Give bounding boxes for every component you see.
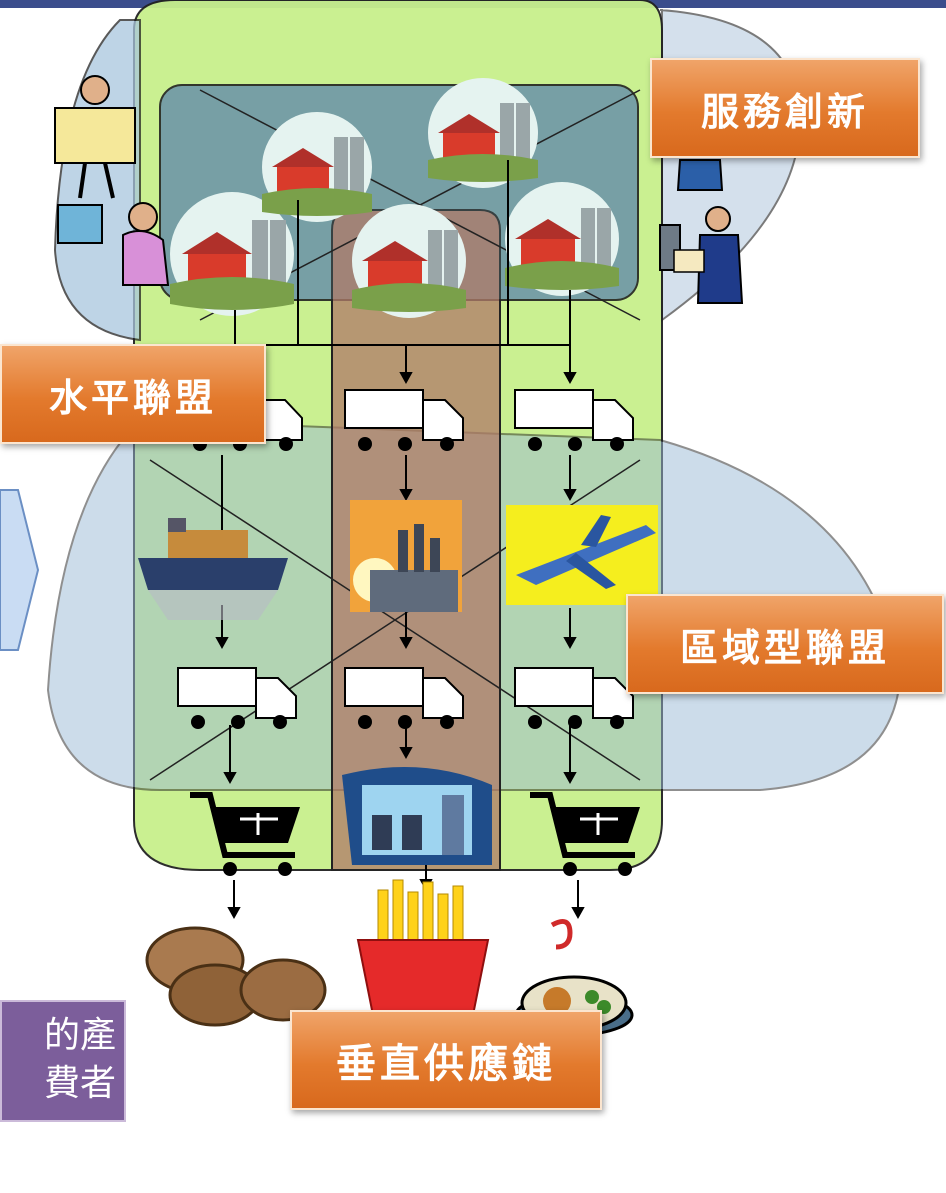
truck-icon	[514, 667, 634, 729]
microscope-scientist-icon	[659, 206, 744, 304]
left-petal-region	[53, 19, 141, 342]
truck-icon	[177, 667, 297, 729]
regional-alliance-label: 區域型聯盟	[626, 594, 944, 694]
barn-silo-icon	[428, 78, 538, 188]
barn-silo-icon	[352, 204, 466, 318]
shopping-cart-icon	[190, 792, 300, 876]
french-fries-icon	[356, 879, 490, 1031]
barn-silo-icon	[505, 182, 619, 296]
partial-callout-box: 的產 費者	[0, 1000, 126, 1122]
callout-line-2: 費者	[43, 1063, 116, 1104]
vertical-supply-chain-label: 垂直供應鏈	[290, 1010, 602, 1110]
potatoes-icon	[145, 926, 327, 1027]
cargo-ship-icon	[138, 518, 288, 620]
horizontal-alliance-label: 水平聯盟	[0, 344, 266, 444]
factory-icon	[350, 500, 462, 612]
computer-user-icon	[57, 202, 170, 286]
airplane-icon	[506, 505, 658, 605]
truck-icon	[514, 389, 634, 451]
barn-silo-icon	[262, 112, 372, 222]
left-chevron-shape	[0, 489, 40, 651]
truck-icon	[344, 389, 464, 451]
service-innovation-label: 服務創新	[650, 58, 920, 158]
engineer-blueprint-icon	[54, 75, 136, 199]
convenience-store-icon	[342, 767, 492, 865]
barn-silo-icon	[170, 192, 294, 316]
truck-icon	[344, 667, 464, 729]
callout-line-1: 的產	[43, 1015, 116, 1056]
shopping-cart-icon	[530, 792, 640, 876]
